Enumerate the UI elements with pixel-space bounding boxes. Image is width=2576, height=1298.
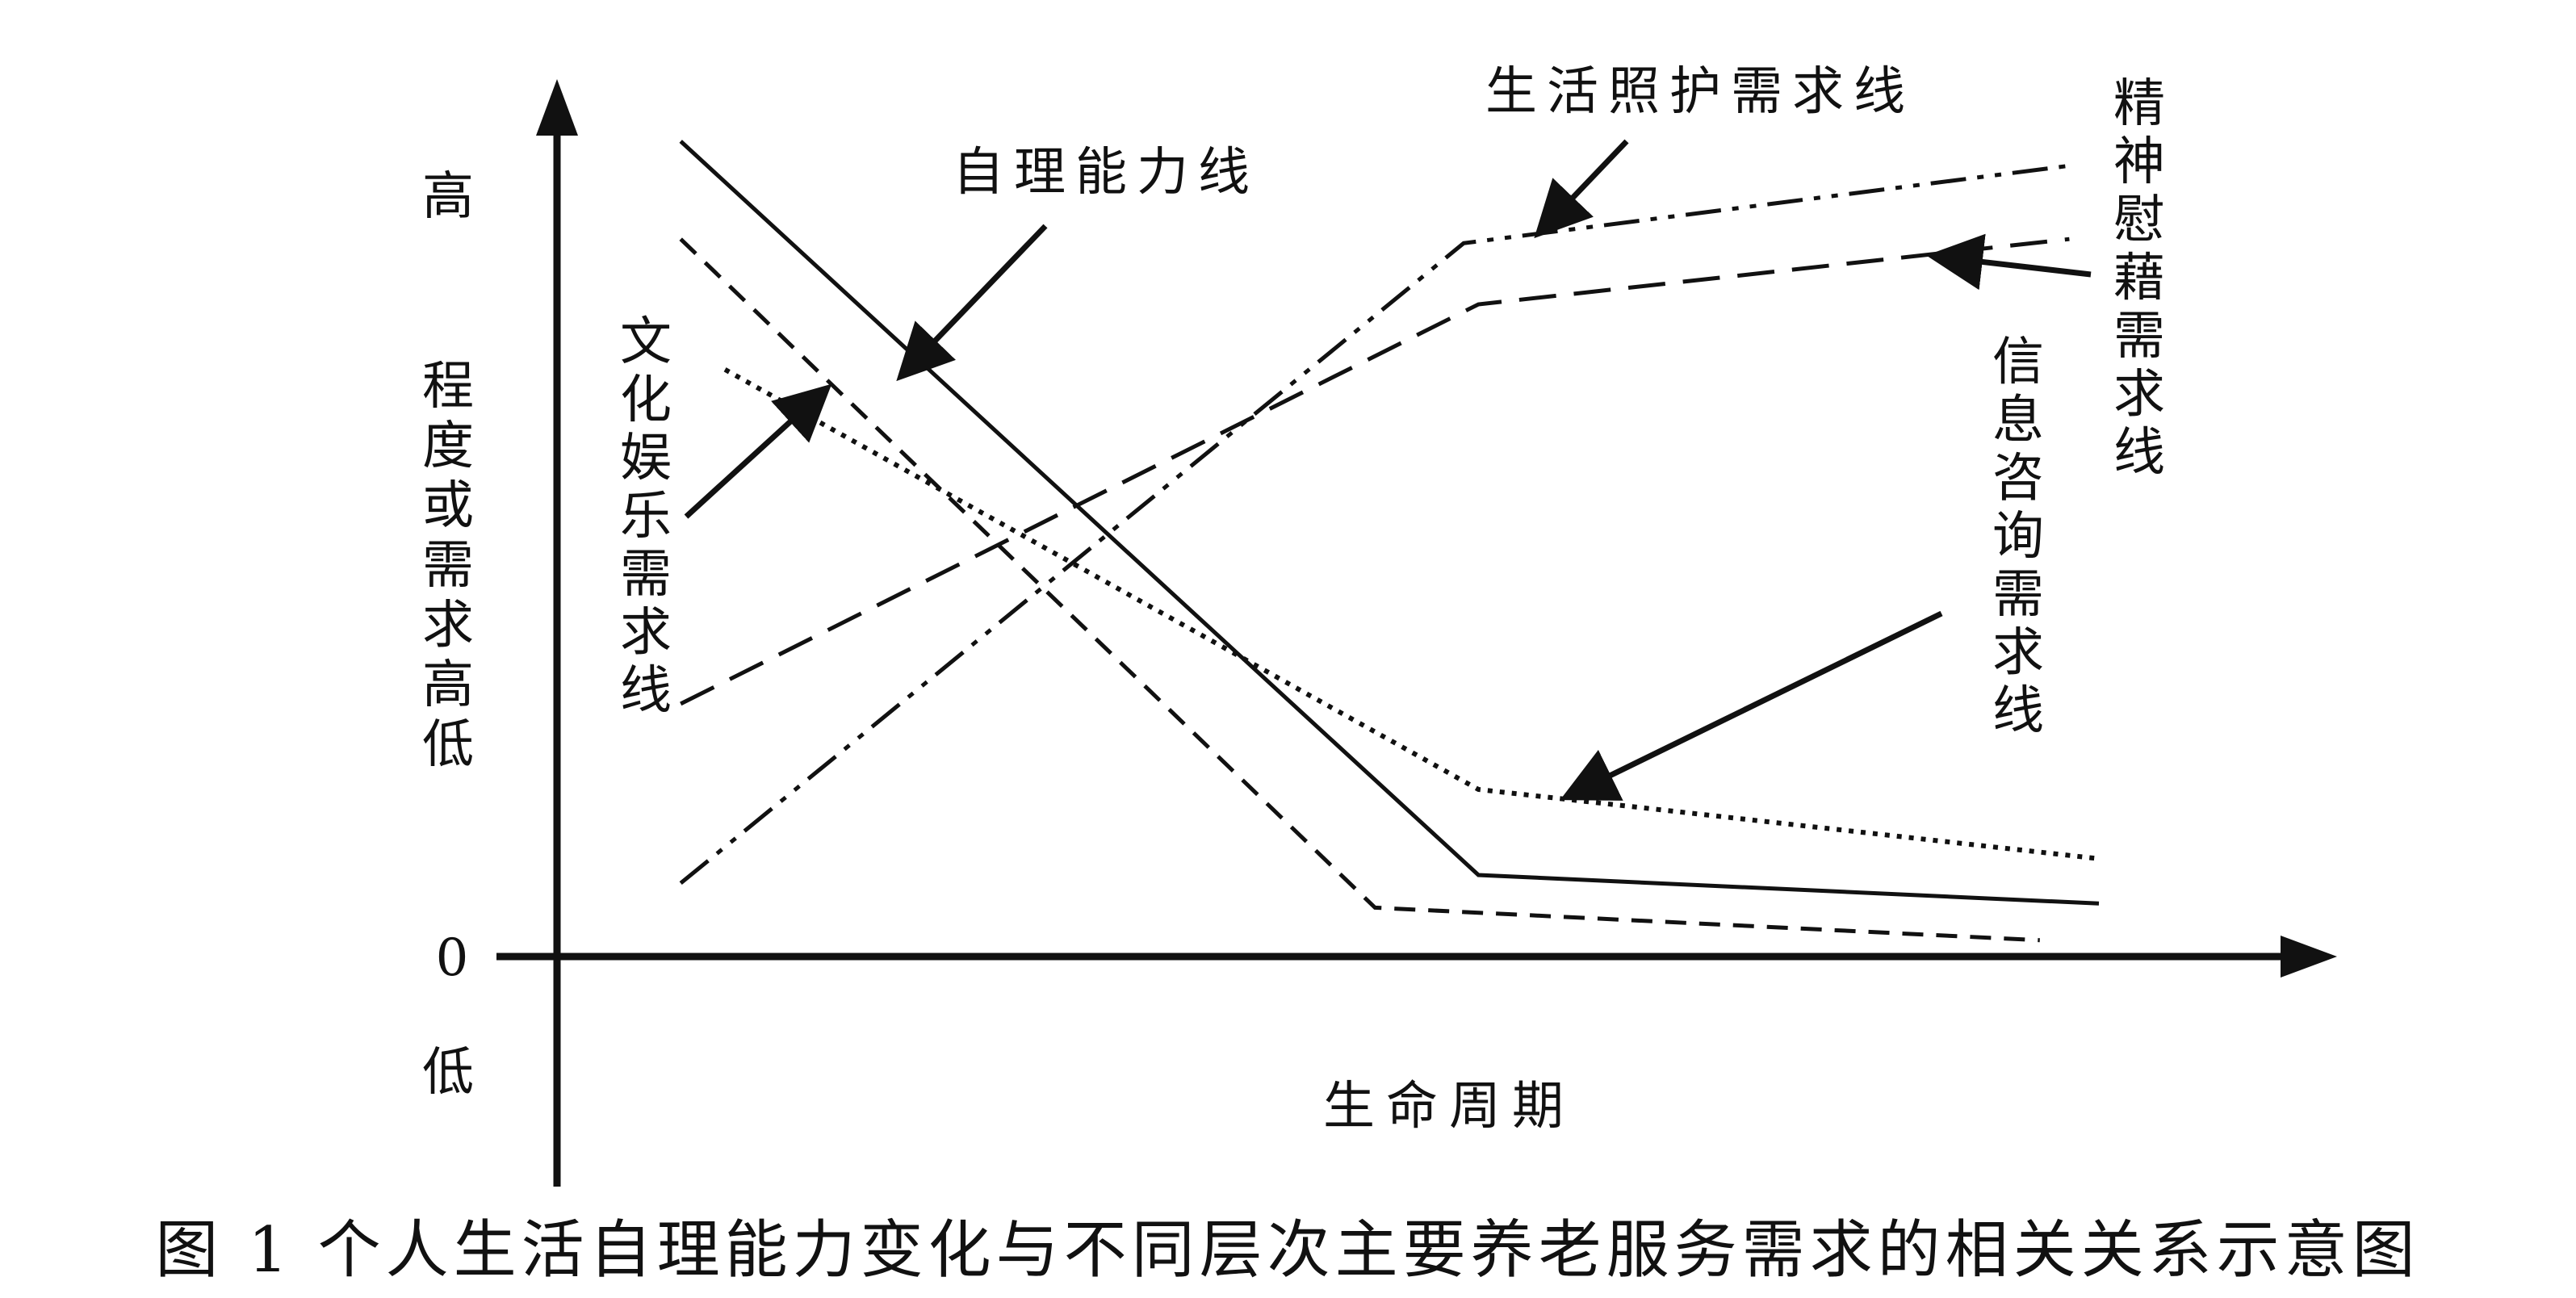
label-culture-char: 求: [620, 603, 672, 663]
label-spirit-char: 藉: [2113, 249, 2165, 308]
label-life-care: 生活照护需求线: [1485, 62, 1915, 122]
label-spirit-char: 神: [2113, 132, 2165, 192]
arrow-life-care: [1534, 139, 1629, 239]
series-line-3: [680, 237, 2070, 706]
y-high-label: 高: [422, 167, 474, 227]
series-lines: [679, 140, 2100, 943]
y-axis-label-char: 需: [422, 536, 474, 596]
label-culture-char: 乐: [620, 487, 672, 546]
series-line-4: [679, 163, 2070, 886]
label-spirit-char: 慰: [2113, 191, 2165, 250]
arrow-self-care: [896, 224, 1048, 382]
y-axis-label-char: 求: [422, 596, 474, 655]
label-culture-char: 化: [620, 371, 672, 430]
y-low-label: 低: [422, 1043, 474, 1103]
arrow-culture: [684, 383, 832, 519]
y-axis-label-char: 高: [422, 655, 474, 715]
x-axis-arrow-icon: [2281, 936, 2337, 978]
label-culture-char: 文: [620, 312, 672, 372]
label-culture-char: 娱: [620, 429, 672, 488]
label-info-char: 需: [1992, 565, 2044, 625]
label-self-care: 自理能力线: [953, 143, 1259, 203]
arrow-spirit: [1926, 233, 2092, 291]
label-culture-char: 需: [620, 545, 672, 605]
series-line-1: [679, 237, 2040, 943]
label-info-char: 信: [1992, 333, 2044, 392]
label-info-char: 息: [1992, 391, 2044, 450]
figure-caption: 图 1 个人生活自理能力变化与不同层次主要养老服务需求的相关关系示意图: [155, 1214, 2419, 1287]
y-zero-label: 0: [436, 928, 469, 988]
label-info-char: 咨: [1992, 449, 2044, 509]
series-line-2: [723, 367, 2100, 861]
series-line-0: [679, 140, 2100, 906]
y-axis-arrow-icon: [536, 79, 578, 136]
label-info-char: 求: [1992, 623, 2044, 683]
label-spirit-char: 线: [2113, 423, 2165, 483]
label-spirit-char: 精: [2113, 74, 2165, 134]
y-axis-label-char: 低: [422, 715, 474, 775]
x-axis-label: 生命周期: [1323, 1077, 1575, 1137]
label-culture-char: 线: [620, 661, 672, 721]
label-spirit-char: 需: [2113, 307, 2165, 366]
y-axis-label-char: 度: [422, 417, 474, 476]
arrow-info: [1560, 610, 1943, 801]
label-spirit-char: 求: [2113, 365, 2165, 425]
y-axis-label-char: 程: [422, 357, 474, 417]
label-info-char: 询: [1992, 507, 2044, 567]
label-info-char: 线: [1992, 681, 2044, 741]
y-axis-label-char: 或: [422, 476, 474, 536]
